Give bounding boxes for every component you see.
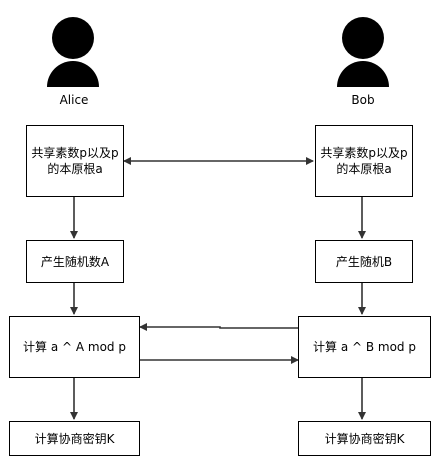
alice-generate-random-box: 产生随机数A [26, 240, 124, 283]
alice-key-box: 计算协商密钥K [9, 421, 140, 456]
bob-compute-box: 计算 a ^ B mod p [298, 316, 431, 378]
bob-label: Bob [351, 93, 375, 107]
bob-to-alice-arrow [139, 323, 298, 331]
bob-head-shape [342, 17, 384, 59]
bob-user-icon [337, 17, 389, 87]
bob-generate-random-box: 产生随机B [315, 240, 413, 283]
alice-user-icon [47, 17, 99, 87]
alice-label: Alice [59, 93, 89, 107]
alice-head-shape [52, 17, 94, 59]
bob-key-box: 计算协商密钥K [298, 421, 431, 456]
bob-shared-params-box: 共享素数p以及p的本原根a [315, 125, 413, 197]
alice-shared-params-box: 共享素数p以及p的本原根a [26, 125, 124, 197]
alice-compute-box: 计算 a ^ A mod p [9, 316, 140, 378]
